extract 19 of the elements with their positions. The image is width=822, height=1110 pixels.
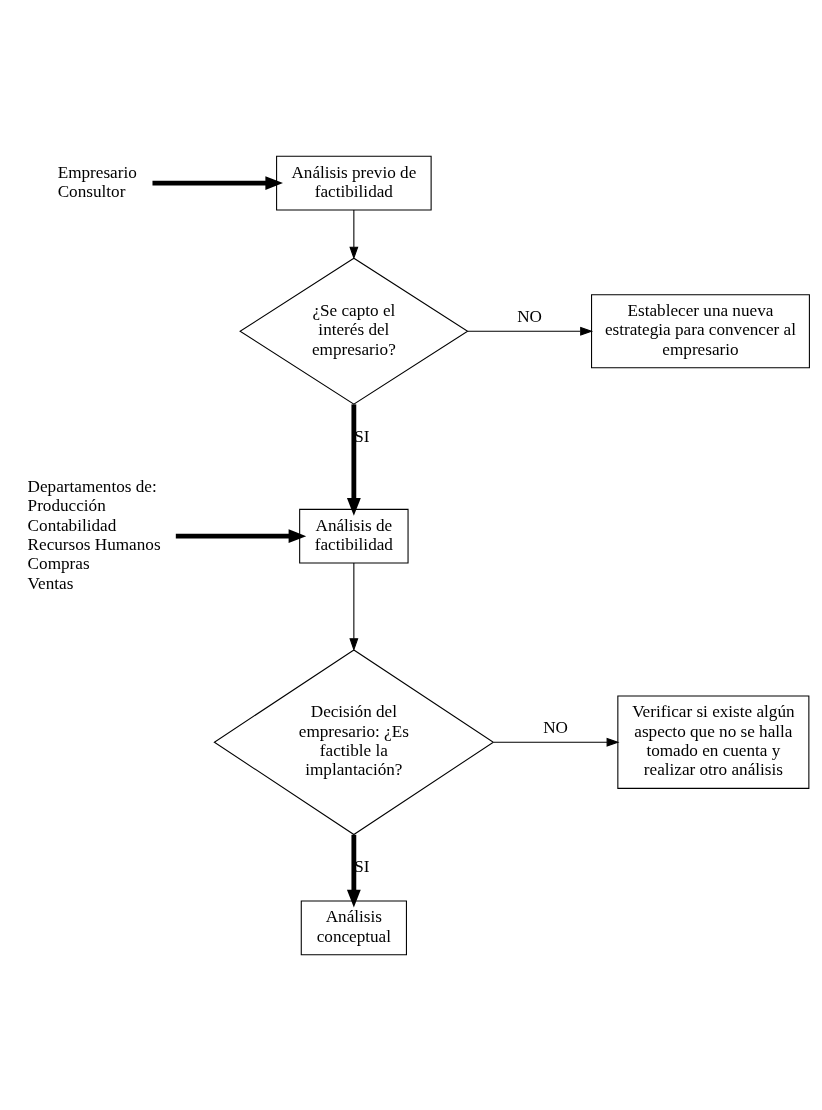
arrow	[152, 175, 283, 190]
arrow	[346, 403, 361, 516]
node-box: Análisis conceptual	[300, 900, 407, 955]
edge-label: NO	[543, 717, 568, 737]
arrow	[349, 562, 359, 651]
node-box: Verificar si existe algún aspecto que no se halla tomado en cuenta y realizar otro análisis	[617, 695, 810, 789]
node-diamond: Decisión del empresario: ¿Es factible la implantación?	[213, 648, 495, 835]
node-box: Análisis previo de factibilidad	[276, 155, 432, 210]
arrow	[349, 208, 359, 260]
arrow	[175, 528, 307, 543]
node-diamond: ¿Se capto el interés del empresario?	[239, 257, 469, 405]
node-box: Establecer una nueva estrategia para convencer al empresario	[591, 293, 810, 368]
node-text: Empresario Consultor	[57, 162, 137, 201]
node-text: Departamentos de: Producción Contabilidad Recursos Humanos Compras Ventas	[27, 476, 161, 593]
arrow	[467, 326, 594, 336]
node-box: Análisis de factibilidad	[299, 508, 409, 564]
edge-label: NO	[517, 306, 542, 326]
arrow	[346, 834, 361, 907]
arrow	[493, 737, 620, 747]
